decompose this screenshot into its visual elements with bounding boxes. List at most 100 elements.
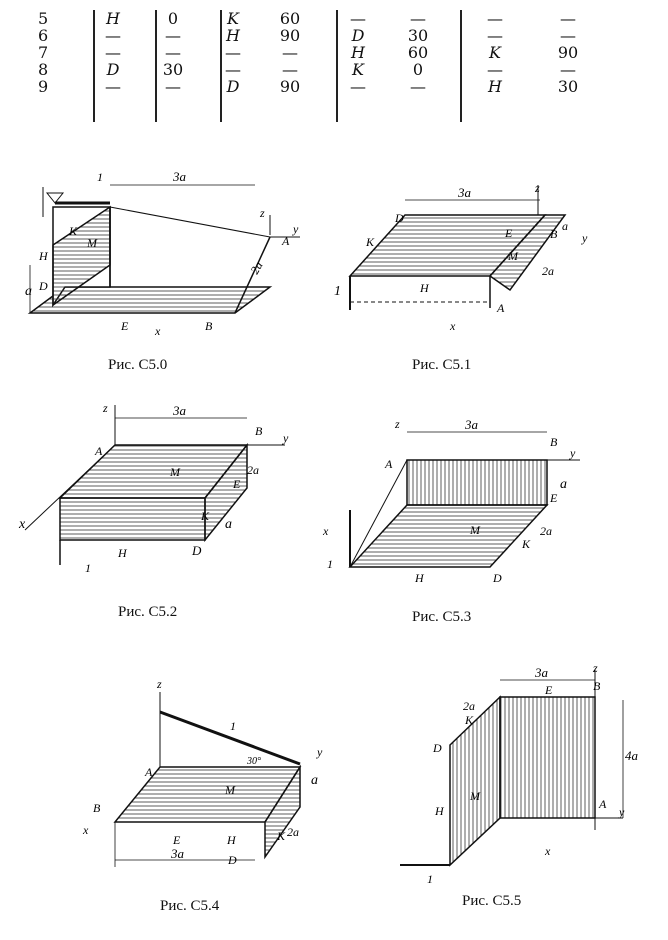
label-angle: 30°: [246, 756, 261, 767]
label-z: z: [102, 401, 108, 415]
table-divider: [155, 10, 157, 122]
label-D: D: [432, 741, 442, 755]
table-cell: —: [410, 77, 426, 96]
table-cell: 30: [557, 77, 579, 96]
label-B: B: [205, 319, 213, 333]
table-cell: H: [106, 9, 120, 28]
label-a: a: [225, 517, 232, 532]
label-3a: 3a: [172, 403, 187, 418]
figure-c5-1: 3a z D K E B a y 2a M H A x 1: [330, 180, 600, 340]
figure-c5-5: 3a z B E 2a K D 4a H M A y x 1: [375, 660, 640, 890]
label-A: A: [384, 457, 393, 471]
label-E: E: [549, 491, 558, 505]
label-M: M: [224, 783, 236, 797]
table-cell: 30: [407, 26, 429, 45]
caption-c5-1: Рис. С5.1: [412, 357, 472, 373]
label-2a: 2a: [542, 264, 554, 278]
table-cell: —: [487, 60, 503, 79]
label-y: y: [316, 745, 323, 759]
table-cell: —: [225, 43, 241, 62]
label-z: z: [259, 206, 265, 220]
table-cell: —: [350, 9, 366, 28]
table-cell: K: [489, 43, 501, 62]
label-D: D: [38, 279, 48, 293]
table-cell: —: [560, 60, 576, 79]
table-cell: 5: [38, 9, 49, 28]
label-H: H: [414, 571, 425, 585]
label-1: 1: [97, 170, 103, 184]
table-cell: 6: [38, 26, 49, 45]
table-cell: K: [352, 60, 364, 79]
label-3a: 3a: [170, 846, 185, 861]
table-cell: 90: [557, 43, 579, 62]
table-cell: 90: [279, 77, 301, 96]
table-cell: —: [282, 60, 298, 79]
table-divider: [460, 10, 462, 122]
label-H: H: [117, 546, 128, 560]
label-3a: 3a: [534, 665, 549, 680]
label-D: D: [191, 543, 202, 558]
label-A: A: [144, 765, 153, 779]
label-z: z: [156, 677, 162, 691]
caption-c5-4: Рис. С5.4: [160, 898, 220, 914]
table-cell: D: [106, 60, 120, 79]
table-cell: —: [225, 60, 241, 79]
table-cell: 9: [38, 77, 49, 96]
table-cell: —: [487, 26, 503, 45]
label-A: A: [281, 234, 290, 248]
label-z: z: [592, 661, 598, 675]
table-cell: —: [165, 26, 181, 45]
label-B: B: [255, 424, 263, 438]
table-cell: —: [105, 77, 121, 96]
figure-c5-2: 3a z A B y 2a E K a M H D x 1: [15, 400, 305, 590]
table-cell: 90: [279, 26, 301, 45]
label-B: B: [93, 801, 101, 815]
table-cell: —: [560, 9, 576, 28]
label-x: x: [544, 844, 551, 858]
table-cell: 60: [407, 43, 429, 62]
label-3a: 3a: [172, 169, 187, 184]
label-a: a: [560, 477, 567, 492]
table-cell: K: [227, 9, 239, 28]
table-cell: 60: [279, 9, 301, 28]
label-K: K: [276, 829, 286, 843]
label-x: x: [322, 524, 329, 538]
label-y: y: [292, 222, 299, 236]
label-H: H: [434, 804, 445, 818]
table-cell: —: [165, 77, 181, 96]
label-1: 1: [427, 872, 433, 886]
table-cell: —: [350, 77, 366, 96]
figure-c5-0: 3a z A y 2a H D a K M E x B 1: [25, 165, 325, 345]
label-M: M: [469, 523, 481, 537]
label-y: y: [282, 431, 289, 445]
table-cell: —: [410, 9, 426, 28]
label-H: H: [419, 281, 430, 295]
table-cell: H: [226, 26, 240, 45]
label-2a: 2a: [287, 825, 299, 839]
label-y: y: [569, 446, 576, 460]
label-E: E: [172, 833, 181, 847]
figure-c5-4: z 1 30° y A a M B x E H K 2a 3a D: [75, 672, 345, 877]
figure-c5-3: 3a z A B y a E 2a K M H D x 1: [315, 410, 600, 590]
label-D: D: [227, 853, 237, 867]
label-a: a: [311, 773, 318, 788]
label-M: M: [169, 465, 181, 479]
label-B: B: [593, 679, 601, 693]
label-4a: 4a: [625, 748, 639, 763]
label-K: K: [521, 537, 531, 551]
table-cell: 0: [167, 9, 179, 28]
table-cell: D: [351, 26, 365, 45]
label-E: E: [504, 226, 513, 240]
label-y: y: [618, 805, 625, 819]
table-cell: —: [105, 43, 121, 62]
label-z: z: [394, 417, 400, 431]
label-2a: 2a: [247, 259, 265, 276]
table-cell: —: [105, 26, 121, 45]
label-H: H: [38, 249, 49, 263]
label-D: D: [492, 571, 502, 585]
table-cell: —: [165, 43, 181, 62]
